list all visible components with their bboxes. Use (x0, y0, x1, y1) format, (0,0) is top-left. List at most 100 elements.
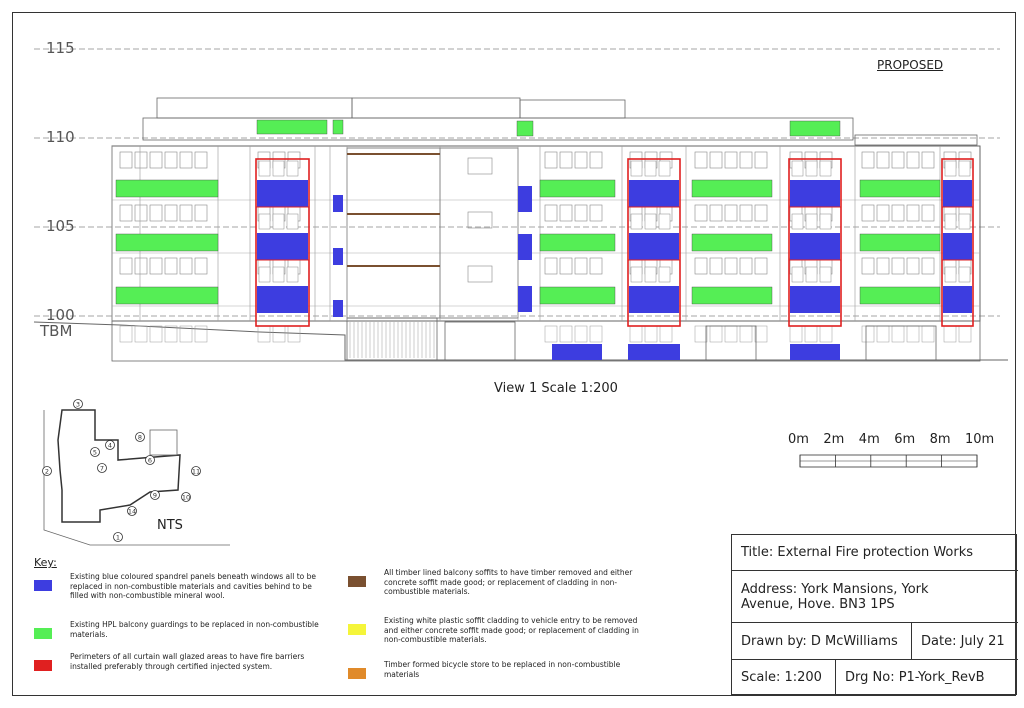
hpl-guarding (115, 286, 219, 305)
hpl-guarding (789, 120, 841, 137)
address-cell: Address: York Mansions, York Avenue, Hov… (732, 571, 1018, 623)
ground-window (559, 325, 573, 343)
roof-plant (156, 97, 353, 119)
window (589, 204, 603, 222)
drawn-by: Drawn by: D McWilliams (741, 633, 898, 649)
plan-marker-label: 2 (45, 468, 49, 476)
window (921, 204, 935, 222)
status-label: PROPOSED (877, 58, 944, 72)
plan-marker-label: 5 (93, 449, 97, 457)
curtain-window (805, 160, 818, 177)
window (544, 257, 558, 275)
curtain-window (944, 266, 957, 283)
key-text: Existing white plastic soffit cladding t… (384, 616, 639, 644)
plan-marker-label: 4 (108, 442, 112, 450)
key-text: Existing blue coloured spandrel panels b… (70, 572, 316, 600)
window (589, 151, 603, 169)
building-footprint (57, 409, 181, 523)
window (574, 151, 588, 169)
key-text: Existing HPL balcony guardings to be rep… (70, 620, 319, 639)
spandrel-panel (790, 286, 840, 313)
spandrel-panel (257, 286, 308, 313)
plan-marker-label: 6 (148, 457, 152, 465)
scale-tick-label: 0m (788, 432, 809, 447)
curtain-window (791, 213, 804, 230)
window (544, 151, 558, 169)
curtain-window (805, 266, 818, 283)
spandrel-panel (629, 233, 679, 260)
roof-plant (519, 99, 626, 119)
hpl-guarding (516, 120, 534, 137)
spandrel-panel (518, 286, 532, 312)
plan-marker (113, 532, 123, 542)
window (559, 257, 573, 275)
spandrel-panel (333, 300, 343, 317)
building-elevation (33, 97, 1008, 362)
window (739, 151, 753, 169)
scale-tick-label: 4m (858, 432, 880, 447)
window (891, 257, 905, 275)
ground-window (287, 325, 301, 343)
ground-window (257, 325, 271, 343)
ground-window (921, 325, 935, 343)
timber-soffit (347, 265, 440, 267)
key-text: Timber formed bicycle store to be replac… (384, 660, 621, 679)
ground-window (789, 325, 803, 343)
curtain-wall-perimeter (627, 158, 681, 327)
curtain-window (958, 213, 971, 230)
plan-marker (191, 466, 201, 476)
key-item: Timber formed bicycle store to be replac… (348, 660, 644, 679)
scale-tick-label: 2m (823, 432, 845, 447)
window (754, 151, 768, 169)
window (149, 151, 163, 169)
spandrel-panel (943, 286, 972, 313)
ground-window (958, 325, 972, 343)
window (164, 204, 178, 222)
plan-marker-label: 8 (138, 434, 142, 442)
curtain-window (658, 266, 671, 283)
ground-window (272, 325, 286, 343)
window (194, 204, 208, 222)
ground-window (694, 325, 708, 343)
plan-marker-label: 10 (182, 494, 190, 502)
spandrel-panel (943, 233, 972, 260)
window (149, 204, 163, 222)
tbm-label: TBM (40, 322, 73, 340)
drawing-number: Drg No: P1-York_RevB (845, 669, 985, 685)
ground-window (659, 325, 673, 343)
highlighted-elements (115, 119, 974, 360)
curtain-window (958, 266, 971, 283)
key-swatch (34, 628, 52, 639)
ground-window (179, 325, 193, 343)
plan-marker (90, 447, 100, 457)
curtain-window (791, 160, 804, 177)
window (179, 151, 193, 169)
window (861, 151, 875, 169)
ground-window (589, 325, 603, 343)
balcony-bay (346, 147, 441, 319)
window (739, 257, 753, 275)
window (861, 257, 875, 275)
nts-label: NTS (157, 518, 183, 533)
window (179, 257, 193, 275)
plan-marker (97, 463, 107, 473)
ground-window (943, 325, 957, 343)
hpl-guarding (539, 286, 616, 305)
plan-marker (135, 432, 145, 442)
window (119, 151, 133, 169)
plan-marker (42, 466, 52, 476)
window (134, 204, 148, 222)
ground-window (891, 325, 905, 343)
curtain-wall-perimeter (255, 158, 310, 327)
window (906, 204, 920, 222)
curtain-window (819, 160, 832, 177)
curtain-window (630, 160, 643, 177)
curtain-window (272, 160, 285, 177)
ground-window (574, 325, 588, 343)
ground-window (739, 325, 753, 343)
address-line-2: Avenue, Hove. BN3 1PS (741, 596, 895, 612)
window (694, 257, 708, 275)
window (891, 204, 905, 222)
roof-parapet (142, 117, 854, 141)
